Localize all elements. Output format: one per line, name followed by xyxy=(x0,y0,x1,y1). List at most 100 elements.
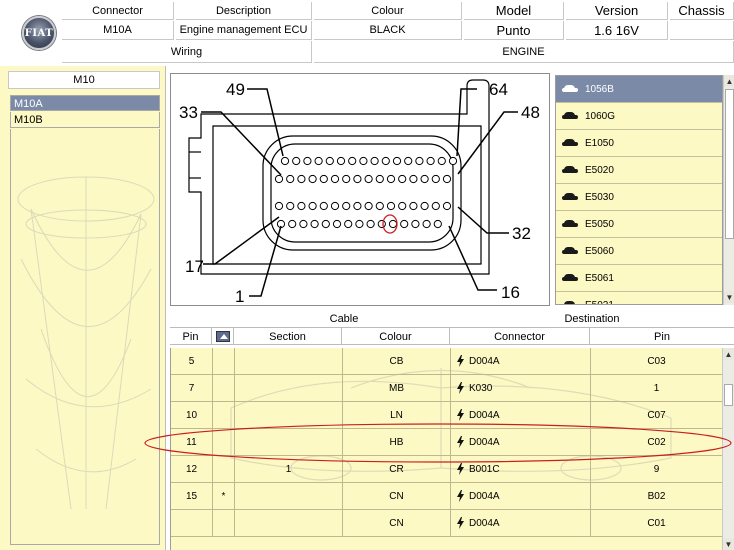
version-label: Version xyxy=(566,2,668,20)
connector-value: M10A xyxy=(62,21,174,40)
connector-pin xyxy=(342,174,351,184)
leader-64 xyxy=(456,88,477,157)
connector-list-item[interactable]: E5021 xyxy=(556,292,722,305)
connector-pin xyxy=(431,174,440,184)
cell-dest-pin: B02 xyxy=(591,483,722,509)
cell-connector[interactable]: D004A xyxy=(451,348,591,374)
connector-list-item-label: E5021 xyxy=(585,299,614,305)
scroll-down-button[interactable]: ▼ xyxy=(724,291,734,303)
connector-list-item[interactable]: E5050 xyxy=(556,211,722,238)
connector-pin xyxy=(319,174,328,184)
col-header-colour[interactable]: Colour xyxy=(342,328,450,345)
cell-flag: * xyxy=(213,483,235,509)
pin-label-32: 32 xyxy=(512,224,531,243)
leader-48 xyxy=(457,111,518,175)
connector-pin xyxy=(330,174,340,184)
cell-flag xyxy=(213,429,235,455)
pin-label-33: 33 xyxy=(179,103,198,122)
connector-pin xyxy=(353,201,362,211)
variant-item-m10b[interactable]: M10B xyxy=(10,112,160,128)
col-header-dest-pin[interactable]: Pin xyxy=(654,330,670,343)
cell-text: C07 xyxy=(647,409,666,421)
cell-text: K030 xyxy=(469,382,493,394)
cell-connector[interactable]: D004A xyxy=(451,483,591,509)
connector-list-item[interactable]: E5030 xyxy=(556,184,722,211)
cell-connector[interactable]: D004A xyxy=(451,429,591,455)
cable-table-scrollbar[interactable]: ▲ ▼ xyxy=(722,348,734,550)
cell-connector[interactable]: D004A xyxy=(451,510,591,536)
cell-connector[interactable]: B001C xyxy=(451,456,591,482)
car-icon xyxy=(562,85,578,93)
connector-list-scrollbar[interactable]: ▲ ▼ xyxy=(723,75,734,305)
pinout-drawing: 49 64 33 48 17 32 1 16 xyxy=(179,79,540,306)
car-icon xyxy=(562,166,578,174)
connector-pin xyxy=(308,201,317,211)
cell-connector[interactable]: D004A xyxy=(451,402,591,428)
table-scroll-thumb[interactable] xyxy=(724,384,733,406)
cell-text: 7 xyxy=(188,382,195,394)
scroll-up-button[interactable]: ▲ xyxy=(724,75,734,87)
cell-text: D004A xyxy=(469,409,500,421)
variant-item-m10a[interactable]: M10A xyxy=(10,95,160,111)
cell-pin: 15 xyxy=(171,483,213,509)
col-header-section[interactable]: Section xyxy=(234,328,342,345)
leader-32 xyxy=(457,206,509,234)
car-icon xyxy=(562,139,578,147)
model-value: Punto xyxy=(464,21,564,40)
cell-dest-pin: 9 xyxy=(591,456,722,482)
cell-text: CB xyxy=(389,355,404,367)
connector-list-item[interactable]: 1060G xyxy=(556,103,722,130)
connector-pin xyxy=(342,201,351,211)
connector-pin xyxy=(348,156,357,166)
cell-colour: CN xyxy=(343,510,451,536)
connector-pin xyxy=(420,174,429,184)
connector-pin xyxy=(431,201,440,211)
connector-pin xyxy=(359,156,368,166)
scroll-thumb[interactable] xyxy=(725,89,734,239)
connector-list-item-label: E5050 xyxy=(585,218,614,230)
connector-pin xyxy=(299,219,308,229)
connector-pin xyxy=(433,219,442,229)
col-header-connector[interactable]: Connector xyxy=(450,328,590,345)
destination-group-header: Destination xyxy=(564,313,620,325)
connector-pin xyxy=(404,156,413,166)
table-scroll-up-button[interactable]: ▲ xyxy=(723,348,734,360)
connector-list-item[interactable]: E1050 xyxy=(556,130,722,157)
cell-text: LN xyxy=(390,409,403,421)
connector-pin xyxy=(292,156,301,166)
car-icon xyxy=(562,247,578,255)
cell-pin: 12 xyxy=(171,456,213,482)
lightning-bolt-icon xyxy=(457,436,464,448)
connector-list-item[interactable]: E5020 xyxy=(556,157,722,184)
connector-pin xyxy=(321,219,330,229)
table-scroll-down-button[interactable]: ▼ xyxy=(723,538,734,550)
cell-section: 1 xyxy=(235,456,343,482)
connector-pin xyxy=(386,201,396,211)
connector-list-item[interactable]: E5061 xyxy=(556,265,722,292)
connector-pin xyxy=(375,201,384,211)
connector-pin xyxy=(437,156,446,166)
cell-colour: MB xyxy=(343,375,451,401)
cell-connector[interactable]: K030 xyxy=(451,375,591,401)
col-header-sort[interactable] xyxy=(212,328,234,345)
connector-pin xyxy=(370,156,379,166)
connector-list-item[interactable]: E5060 xyxy=(556,238,722,265)
version-value: 1.6 16V xyxy=(566,21,668,40)
cell-colour: CN xyxy=(343,483,451,509)
col-header-pin[interactable]: Pin xyxy=(170,328,212,345)
connector-list-item[interactable]: 1056B xyxy=(556,76,722,103)
colour-value: BLACK xyxy=(314,21,462,40)
cell-dest-pin: C01 xyxy=(591,510,722,536)
sort-icon[interactable] xyxy=(215,331,230,342)
pin-block-inner xyxy=(270,143,454,243)
cell-text: 11 xyxy=(186,436,197,448)
connector-pin xyxy=(332,219,342,229)
